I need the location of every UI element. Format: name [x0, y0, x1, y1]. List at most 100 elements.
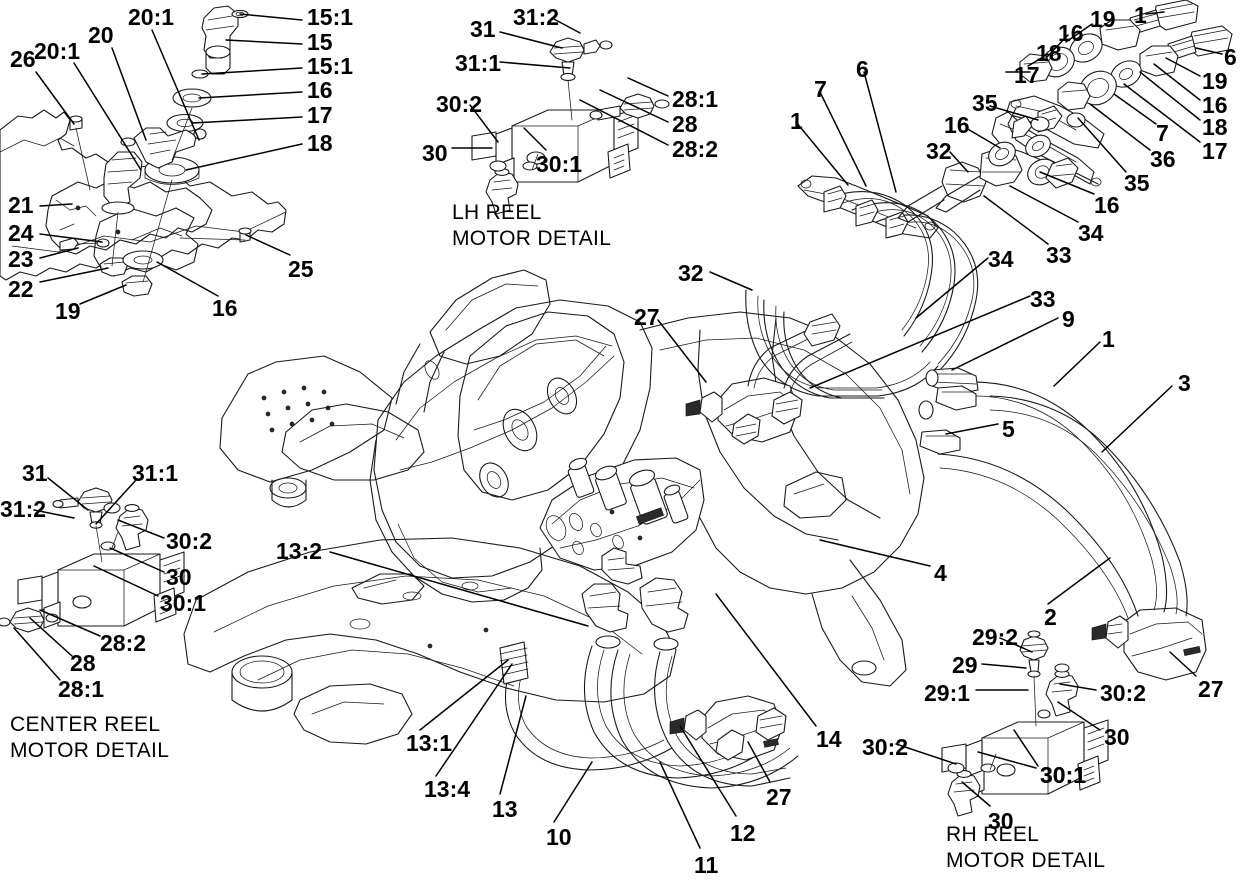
callout-leader [1089, 103, 1151, 151]
callout-leader [1059, 683, 1097, 691]
callout-number: 15 [307, 29, 333, 55]
callout-number: 9 [1062, 306, 1075, 332]
callout-leader [29, 617, 73, 657]
callout-leader [499, 61, 571, 69]
callout-number: 2 [1044, 604, 1057, 630]
callout-number: 16 [307, 77, 333, 103]
callout-number: 30 [1104, 724, 1130, 750]
callout-leader [73, 62, 142, 171]
callout-leader [1057, 701, 1101, 731]
callout-number: 15:1 [307, 53, 354, 79]
callout-leader-lines [13, 11, 1223, 849]
callout-number: 28 [672, 111, 698, 137]
callout-number: 16 [944, 112, 970, 138]
callout-leader [627, 77, 669, 97]
callout-number: 36 [1150, 146, 1176, 172]
callout-number: 15:1 [307, 4, 354, 30]
section-title-rh: RH REEL MOTOR DETAIL [946, 823, 1106, 872]
callout-number: 13:4 [424, 776, 471, 802]
callout-leader [198, 91, 303, 99]
callout-number: 21 [8, 192, 34, 218]
callout-number: 6 [856, 56, 869, 82]
callout-leader [201, 67, 303, 75]
callout-number: 29 [952, 652, 978, 678]
callout-leader [151, 29, 200, 141]
callout-number: 35 [1124, 170, 1150, 196]
callout-leader [93, 565, 159, 597]
callout-number: 20 [88, 22, 114, 48]
callout-leader [435, 663, 513, 777]
callout-number: 33 [1030, 286, 1056, 312]
callout-number: 30:1 [1040, 762, 1087, 788]
art-group-rh-motor [941, 630, 1109, 817]
callout-number: 5 [1002, 416, 1015, 442]
callout-number: 30:1 [160, 590, 207, 616]
callout-number: 22 [8, 276, 34, 302]
callout-number: 17 [307, 102, 333, 128]
callout-leader [895, 743, 957, 765]
callout-number: 31:1 [455, 50, 502, 76]
callout-leader [747, 741, 771, 783]
callout-number: 11 [694, 852, 719, 878]
callout-number: 29:1 [924, 680, 971, 706]
callout-number: 1 [1134, 2, 1147, 28]
callout-number: 7 [1156, 120, 1169, 146]
callout-number: 19 [1090, 6, 1116, 32]
callout-leader [47, 477, 89, 511]
callout-number: 20:1 [128, 4, 175, 30]
callout-leader [109, 547, 165, 573]
callout-leader [915, 257, 989, 319]
callout-number: 34 [1078, 220, 1104, 246]
callout-number: 16 [1094, 192, 1120, 218]
callout-leader [191, 116, 303, 124]
callout-number: 28:1 [672, 86, 719, 112]
callout-number: 27 [634, 304, 660, 330]
callout-leader [225, 39, 303, 45]
callout-leader [599, 89, 669, 123]
callout-leader [111, 47, 147, 141]
callout-number: 30 [988, 808, 1014, 834]
callout-leader [39, 609, 101, 637]
callout-number: 7 [814, 76, 827, 102]
callout-number: 20:1 [34, 38, 81, 64]
art-group-main-frame [183, 269, 925, 745]
callout-number: 31:2 [513, 4, 560, 30]
callout-number: 30:2 [436, 91, 483, 117]
callout-leader [709, 271, 753, 291]
callout-number: 19 [55, 298, 81, 324]
callout-leader [999, 637, 1033, 653]
callout-leader [1013, 729, 1039, 767]
art-group-lh-motor [471, 37, 670, 215]
callout-number: 25 [288, 256, 314, 282]
callout-number: 28:2 [100, 630, 147, 656]
callout-leader [1101, 385, 1173, 453]
callout-leader [33, 509, 75, 519]
callout-number: 31:1 [132, 460, 179, 486]
callout-number: 28:1 [58, 676, 105, 702]
callout-number: 3 [1178, 370, 1191, 396]
callout-number: 17 [1202, 138, 1228, 164]
callout-number: 27 [1198, 676, 1224, 702]
callout-number: 30 [166, 564, 192, 590]
callout-leader [819, 91, 867, 187]
callout-leader [715, 593, 817, 727]
callout-number: 16 [1058, 20, 1084, 46]
callout-number: 13 [492, 796, 518, 822]
art-group-upper-hoses [745, 175, 979, 399]
callout-leader [657, 319, 707, 383]
callout-leader [1139, 71, 1201, 121]
callout-leader [949, 151, 969, 173]
callout-leader [499, 31, 563, 49]
callout-leader [1165, 57, 1201, 77]
callout-leader [863, 71, 897, 193]
callout-leader [961, 781, 991, 807]
callout-number: 35 [972, 90, 998, 116]
callout-leader [1053, 341, 1101, 387]
callout-leader [239, 13, 303, 21]
callout-leader [1145, 11, 1165, 15]
callout-number: 19 [1202, 68, 1228, 94]
callout-leader [981, 663, 1027, 669]
callout-leader [95, 479, 137, 525]
callout-leader [39, 233, 103, 243]
